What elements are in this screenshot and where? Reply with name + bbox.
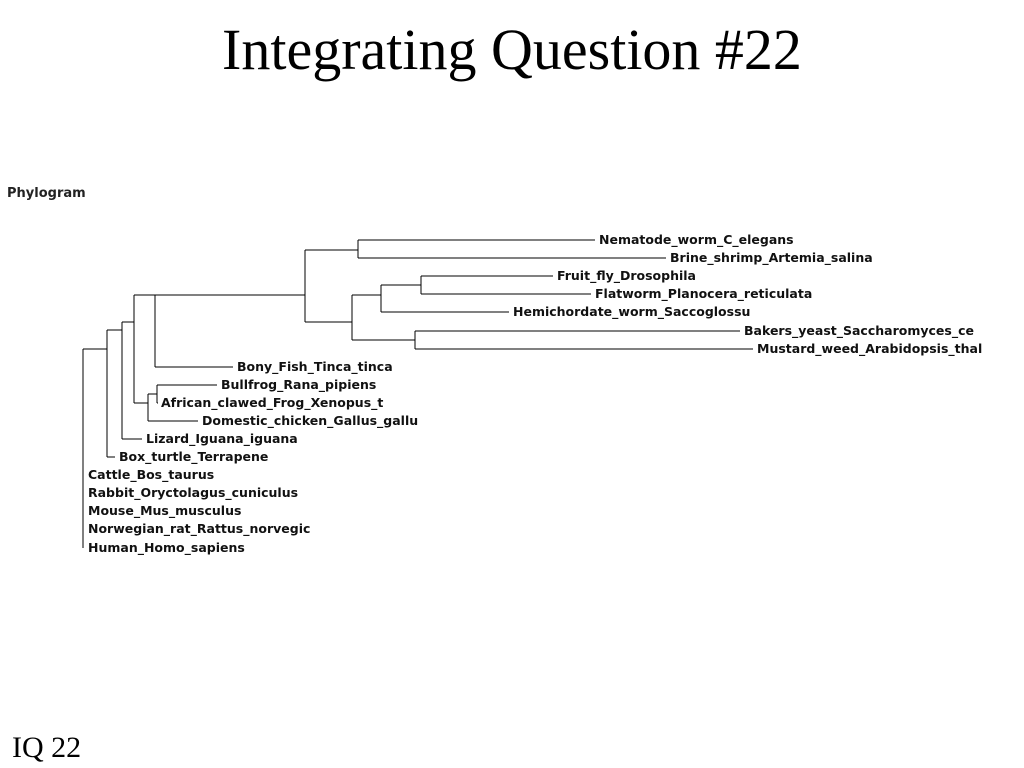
leaf-label: Flatworm_Planocera_reticulata xyxy=(595,286,812,302)
leaf-label: Bullfrog_Rana_pipiens xyxy=(221,377,376,393)
tree-branches xyxy=(82,239,753,548)
slide-footer-label: IQ 22 xyxy=(12,731,82,764)
leaf-label: Human_Homo_sapiens xyxy=(88,540,245,556)
leaf-label: Box_turtle_Terrapene xyxy=(119,449,268,465)
leaf-label: Norwegian_rat_Rattus_norvegic xyxy=(88,521,310,537)
leaf-label: Rabbit_Oryctolagus_cuniculus xyxy=(88,485,298,501)
leaf-label: Bony_Fish_Tinca_tinca xyxy=(237,359,393,375)
leaf-label: Nematode_worm_C_elegans xyxy=(599,232,794,248)
leaf-label: Mustard_weed_Arabidopsis_thal xyxy=(757,341,982,357)
slide-title: Integrating Question #22 xyxy=(222,17,802,82)
leaf-label: Fruit_fly_Drosophila xyxy=(557,268,696,284)
tree-labels: Nematode_worm_C_elegans Brine_shrimp_Art… xyxy=(88,232,982,556)
leaf-label: Bakers_yeast_Saccharomyces_ce xyxy=(744,323,974,339)
phylogram-tree: Nematode_worm_C_elegans Brine_shrimp_Art… xyxy=(82,232,982,556)
leaf-label: Mouse_Mus_musculus xyxy=(88,503,241,519)
leaf-label: Brine_shrimp_Artemia_salina xyxy=(670,250,873,266)
leaf-label: Hemichordate_worm_Saccoglossu xyxy=(513,304,750,320)
leaf-label: Cattle_Bos_taurus xyxy=(88,467,214,483)
phylogram-heading: Phylogram xyxy=(7,186,86,201)
leaf-label: Lizard_Iguana_iguana xyxy=(146,431,298,447)
leaf-label: Domestic_chicken_Gallus_gallu xyxy=(202,413,418,429)
leaf-label: African_clawed_Frog_Xenopus_t xyxy=(161,395,383,411)
